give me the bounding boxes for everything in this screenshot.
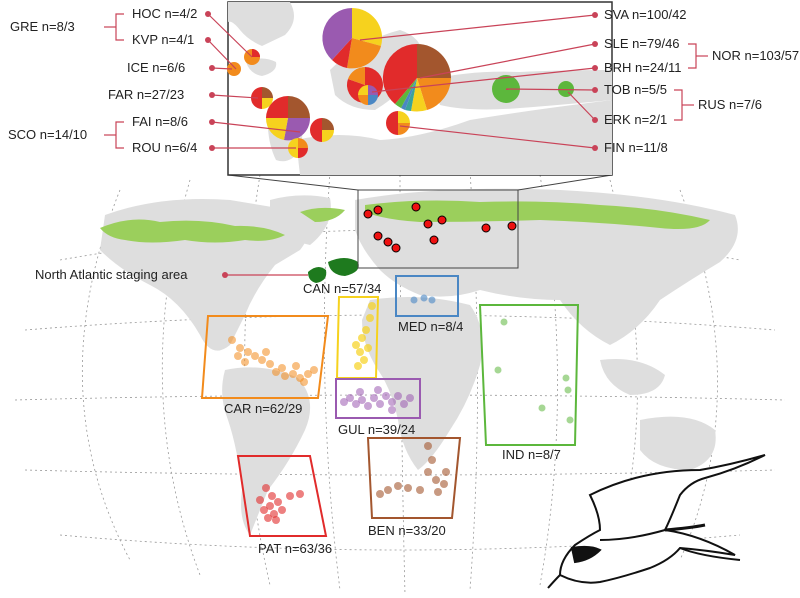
- label-sva: SVA n=100/42: [604, 7, 687, 22]
- label-fin: FIN n=11/8: [604, 140, 668, 155]
- pat-points: [256, 484, 304, 524]
- europe-asia: [355, 188, 738, 345]
- label-ice: ICE n=6/6: [127, 60, 185, 75]
- pie-fin: [386, 111, 410, 135]
- map-text: North Atlantic staging area CAN n=57/34 …: [35, 267, 561, 556]
- region-car: [200, 315, 330, 399]
- southeast-asia: [600, 359, 665, 395]
- pie-sle: [382, 43, 451, 112]
- world-map: [14, 169, 786, 596]
- label-ind: IND n=8/7: [502, 447, 561, 462]
- label-tob: TOB n=5/5: [604, 82, 667, 97]
- africa: [362, 296, 483, 470]
- breeding-range: [100, 200, 710, 243]
- pie-ice: [227, 62, 241, 76]
- label-gul: GUL n=39/24: [338, 422, 415, 437]
- inset-leaders: [205, 11, 598, 151]
- label-far: FAR n=27/23: [108, 87, 184, 102]
- region-med: [395, 275, 459, 317]
- label-sle: SLE n=79/46: [604, 36, 680, 51]
- gul-points: [340, 386, 414, 414]
- label-brh: BRH n=24/11: [604, 60, 681, 75]
- pie-brh-small: [358, 85, 378, 105]
- gul-north-points: [352, 302, 376, 370]
- label-erk: ERK n=2/1: [604, 112, 667, 127]
- region-pat: [236, 455, 328, 537]
- region-ben: [366, 437, 462, 519]
- pie-fai: [310, 118, 334, 142]
- label-nor: NOR n=103/57: [712, 48, 799, 63]
- label-rus: RUS n=7/6: [698, 97, 762, 112]
- inset-text: GRE n=8/3 HOC n=4/2 KVP n=4/1 ICE n=6/6 …: [8, 6, 799, 155]
- staging-area: [308, 258, 359, 283]
- pie-sva: [322, 7, 383, 69]
- label-kvp: KVP n=4/1: [132, 32, 194, 47]
- label-sco: SCO n=14/10: [8, 127, 87, 142]
- ind-points: [494, 318, 574, 424]
- region-ind: [478, 304, 580, 446]
- ben-points: [376, 442, 450, 498]
- label-med: MED n=8/4: [398, 319, 463, 334]
- group-brackets: [104, 13, 708, 149]
- car-points: [228, 336, 318, 386]
- australia: [640, 416, 716, 470]
- greenland: [270, 195, 331, 245]
- label-can: CAN n=57/34: [303, 281, 381, 296]
- label-staging: North Atlantic staging area: [35, 267, 188, 282]
- pie-erk: [558, 81, 574, 97]
- colony-box: [357, 189, 519, 269]
- label-fai: FAI n=8/6: [132, 114, 188, 129]
- inset-map: [104, 1, 708, 176]
- pie-sco: [265, 96, 311, 141]
- label-car: CAR n=62/29: [224, 401, 302, 416]
- arctic-tern-silhouette-icon: [547, 454, 766, 589]
- label-rou: ROU n=6/4: [132, 140, 197, 155]
- label-ben: BEN n=33/20: [368, 523, 446, 538]
- label-hoc: HOC n=4/2: [132, 6, 197, 21]
- label-pat: PAT n=63/36: [258, 541, 332, 556]
- label-gre: GRE n=8/3: [10, 19, 75, 34]
- med-points: [410, 294, 436, 304]
- region-gul: [335, 378, 421, 419]
